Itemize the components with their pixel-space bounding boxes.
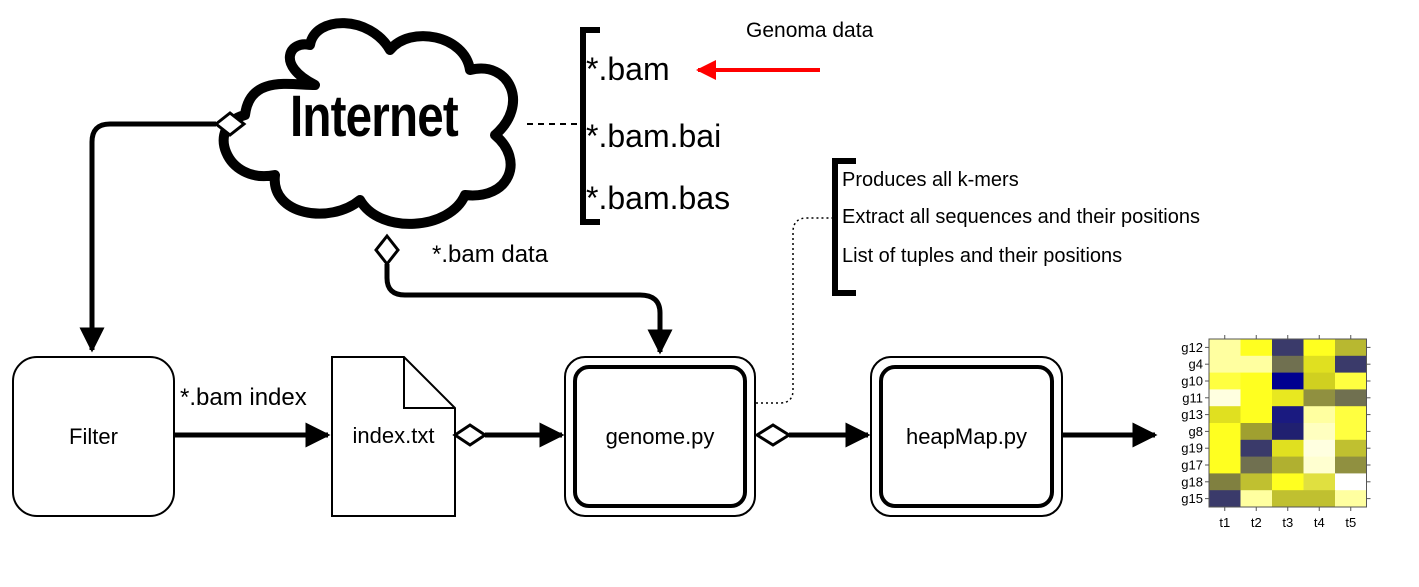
document-fold-icon xyxy=(403,357,455,409)
heatmap-cell xyxy=(1335,406,1367,424)
heatmap-cell xyxy=(1335,355,1367,374)
heatmap-cell xyxy=(1335,473,1367,491)
cloud-to-filter-edge xyxy=(79,121,216,353)
heatmap-col-label: t4 xyxy=(1314,515,1325,530)
genome-notes-dotted-link xyxy=(756,217,832,404)
heatmap-cell xyxy=(1303,389,1336,407)
heatmap-cell xyxy=(1303,372,1336,390)
heatmap-cell xyxy=(1240,339,1273,357)
heatmap-cell xyxy=(1209,473,1241,491)
heatmap-col-label: t5 xyxy=(1345,515,1356,530)
heatmap-col-label: t1 xyxy=(1219,515,1230,530)
file-item-bas: *.bam.bas xyxy=(586,180,731,216)
heatmap-cell xyxy=(1272,456,1304,474)
heatmap-row-label: g18 xyxy=(1181,474,1203,489)
heatmap-cell xyxy=(1272,372,1304,390)
heatmap-cell xyxy=(1209,439,1241,458)
heatmap-cell xyxy=(1209,339,1241,357)
heatmap-cell xyxy=(1272,490,1304,508)
heatmap-row-label: g4 xyxy=(1189,357,1203,372)
heatmap-cell xyxy=(1240,406,1273,424)
index-genome-diamond-icon xyxy=(452,423,488,447)
heatmap-cell xyxy=(1209,372,1241,390)
heatmap-cell xyxy=(1272,423,1304,441)
heatmap-cell xyxy=(1272,406,1304,424)
heatmap-cell xyxy=(1240,490,1273,508)
heatmap-row-label: g11 xyxy=(1182,390,1203,405)
heatmap-cell xyxy=(1209,355,1241,374)
heatmap-cell xyxy=(1240,389,1273,407)
heatmap-cell xyxy=(1240,355,1273,374)
genoma-data-label: Genoma data xyxy=(746,19,874,42)
heatmap-cell xyxy=(1272,389,1304,407)
heatmap-cell xyxy=(1240,439,1273,458)
heatmap-cell xyxy=(1335,456,1367,474)
heatmap-cell xyxy=(1303,439,1336,458)
heatmap-row-label: g15 xyxy=(1181,491,1203,506)
genome-node-inner xyxy=(573,365,747,508)
heatmap-col-label: t3 xyxy=(1282,515,1293,530)
bam-data-label: *.bam data xyxy=(432,241,549,268)
heatmap-cell xyxy=(1209,456,1241,474)
heatmap-row-label: g8 xyxy=(1189,424,1203,439)
heatmap-cell xyxy=(1272,355,1304,374)
heatmap-row-label: g19 xyxy=(1181,441,1203,456)
cloud-genome-diamond-icon xyxy=(374,233,400,267)
heatmap-cell xyxy=(1209,423,1241,441)
heatmap-cell xyxy=(1335,423,1367,441)
note-item-sequences: Extract all sequences and their position… xyxy=(842,206,1200,228)
internet-cloud-icon xyxy=(218,18,518,229)
heatmap-row-label: g13 xyxy=(1181,407,1203,422)
heatmap-cell xyxy=(1303,355,1336,374)
heatmap-cell xyxy=(1335,439,1367,458)
note-item-tuples: List of tuples and their positions xyxy=(842,245,1123,267)
genome-heatmap-diamond-icon xyxy=(754,423,792,447)
heatmap-row-label: g12 xyxy=(1181,340,1203,355)
genome-node[interactable] xyxy=(564,356,756,517)
heatmap-cell xyxy=(1303,339,1336,357)
heatmap-cell xyxy=(1303,423,1336,441)
cloud-label: Internet xyxy=(290,84,459,149)
genome-label: genome.py xyxy=(605,423,715,449)
heatmap-cell xyxy=(1240,423,1273,441)
heatmap-row-label: g17 xyxy=(1181,458,1203,473)
heatmap-cell xyxy=(1209,406,1241,424)
index-document-icon[interactable] xyxy=(331,356,456,517)
heatmap-cell xyxy=(1303,456,1336,474)
heatmap-cell xyxy=(1272,439,1304,458)
heatmap-cell xyxy=(1209,389,1241,407)
heatmap-cell xyxy=(1335,372,1367,390)
heatmap-cell xyxy=(1303,473,1336,491)
heatmap-cell xyxy=(1209,490,1241,508)
heatmap-cell xyxy=(1240,456,1273,474)
heatmap-cell xyxy=(1335,389,1367,407)
files-bracket xyxy=(580,27,600,225)
heatmap-label: heapMap.py xyxy=(905,423,1028,449)
heatmap-cell xyxy=(1335,490,1367,508)
heatmap-cell xyxy=(1335,339,1367,357)
heatmap-cell xyxy=(1303,490,1336,508)
cloud-filter-diamond-icon xyxy=(213,111,247,137)
heatmap-cell xyxy=(1303,406,1336,424)
heatmap-row-label: g10 xyxy=(1181,374,1203,389)
bam-index-label: *.bam index xyxy=(180,384,307,411)
index-label: index.txt xyxy=(352,423,435,448)
file-item-bam: *.bam xyxy=(586,51,670,87)
filter-label: Filter xyxy=(69,423,118,449)
note-item-kmers: Produces all k-mers xyxy=(842,169,1019,191)
cloud-to-genome-edge xyxy=(384,264,673,355)
heatmap-cell xyxy=(1240,372,1273,390)
file-item-bai: *.bam.bai xyxy=(586,118,722,154)
heatmap-col-label: t2 xyxy=(1251,515,1262,530)
heatmap-node-inner xyxy=(879,365,1054,508)
heatmap-cell xyxy=(1272,339,1304,357)
notes-bracket xyxy=(832,158,856,296)
heatmap-cell xyxy=(1240,473,1273,491)
heatmap-cell xyxy=(1272,473,1304,491)
